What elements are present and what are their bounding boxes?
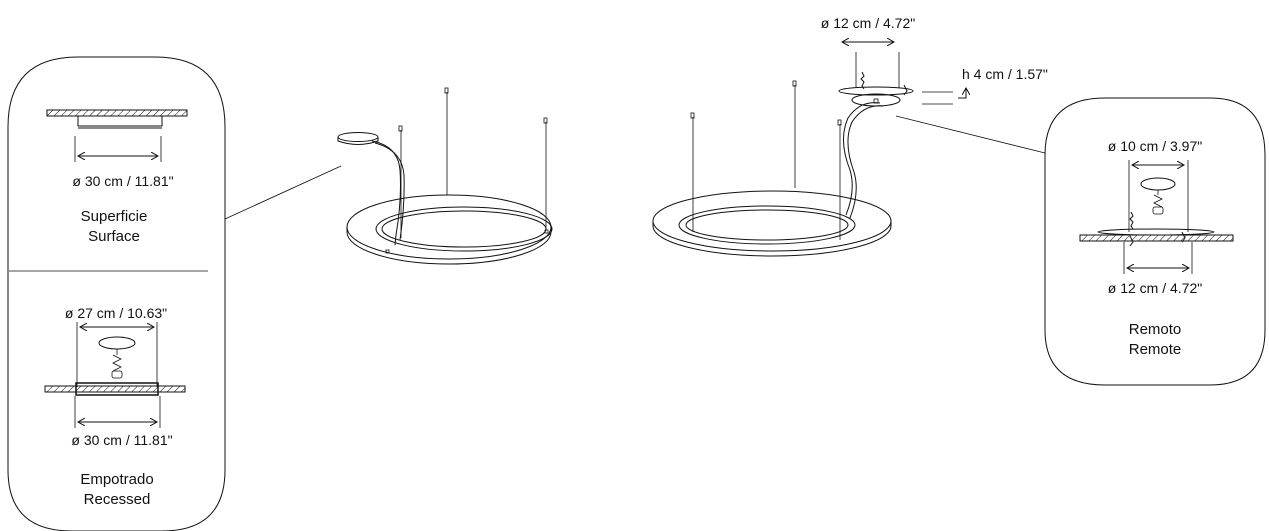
recessed-diameter-label: ø 30 cm / 11.81" [71, 432, 172, 448]
bulb-icon [111, 349, 123, 379]
ring-pendant-right: ø 12 cm / 4.72" h 4 cm / 1.57" [652, 15, 1048, 257]
remote-diameter-label: ø 12 cm / 4.72" [1108, 280, 1202, 296]
ring-pendant-left [337, 87, 553, 265]
remote-label-en: Remote [1129, 341, 1182, 358]
canopy-height-label: h 4 cm / 1.57" [962, 66, 1048, 82]
canopy-diameter-label: ø 12 cm / 4.72" [821, 15, 915, 31]
recessed-label-es: Empotrado [80, 471, 153, 488]
recessed-hole-diameter-label: ø 27 cm / 10.63" [65, 305, 167, 321]
leader-line-left [224, 165, 342, 220]
bulb-icon [1152, 190, 1164, 215]
remote-mount-panel: ø 10 cm / 3.97" ø 12 cm / 4.72" Remoto R… [1044, 97, 1266, 386]
surface-label-es: Superficie [81, 208, 148, 225]
surface-label-en: Surface [88, 228, 140, 245]
remote-hole-diameter-label: ø 10 cm / 3.97" [1108, 138, 1202, 154]
recessed-label-en: Recessed [84, 491, 151, 508]
remote-label-es: Remoto [1129, 321, 1182, 338]
surface-diameter-label: ø 30 cm / 11.81" [72, 173, 173, 189]
leader-line-right [895, 115, 1046, 154]
surface-mount-detail: ø 30 cm / 11.81" Superficie Surface [46, 109, 188, 245]
recessed-mount-detail: ø 27 cm / 10.63" ø 30 cm / 11.81" Empotr… [44, 305, 186, 508]
mounting-options-panel: ø 30 cm / 11.81" Superficie Surface ø 27… [7, 56, 226, 531]
